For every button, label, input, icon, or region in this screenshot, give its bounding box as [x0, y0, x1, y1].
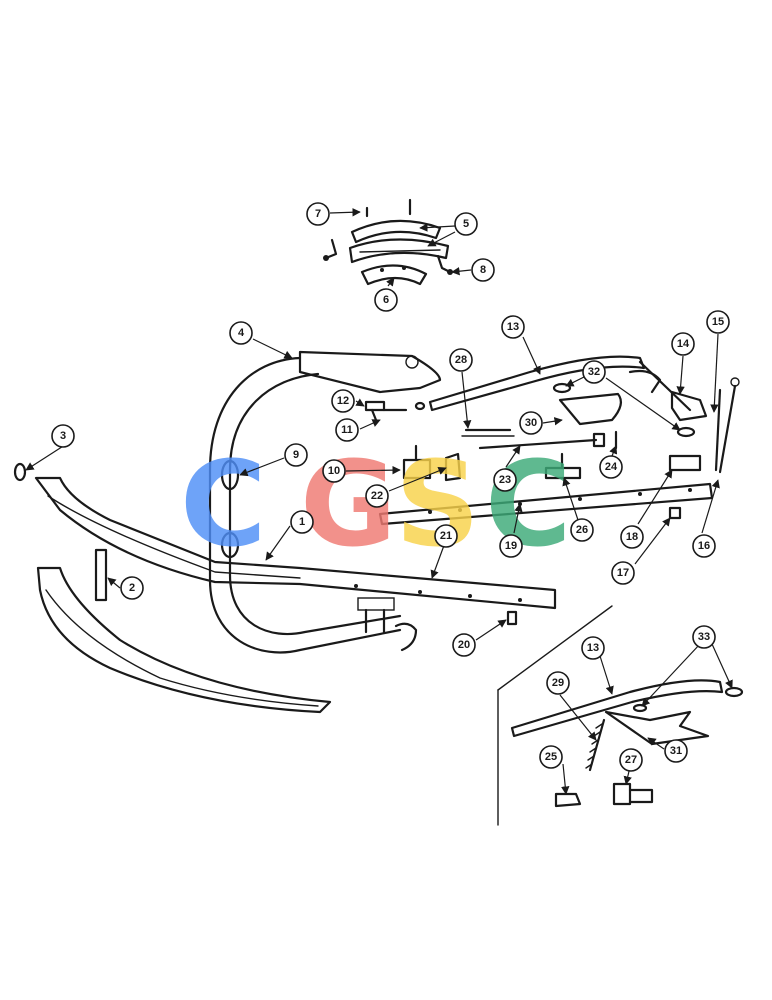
svg-text:31: 31: [670, 745, 682, 757]
callout-14: 14: [671, 332, 695, 356]
callout-24: 24: [599, 455, 623, 479]
callout-20: 20: [452, 633, 476, 657]
svg-text:5: 5: [463, 218, 469, 230]
watermark-letter-4: C: [485, 435, 572, 573]
svg-text:33: 33: [698, 631, 710, 643]
callout-4: 4: [229, 321, 253, 345]
svg-text:26: 26: [576, 524, 588, 536]
callout-17: 17: [611, 561, 635, 585]
svg-text:29: 29: [552, 677, 564, 689]
callout-16: 16: [692, 534, 716, 558]
svg-text:20: 20: [458, 639, 470, 651]
callout-19: 19: [499, 534, 523, 558]
callout-12: 12: [331, 389, 355, 413]
svg-text:19: 19: [505, 540, 517, 552]
svg-text:17: 17: [617, 567, 629, 579]
linkage-assembly: [364, 355, 708, 450]
callout-33: 33: [692, 625, 716, 649]
svg-text:25: 25: [545, 751, 557, 763]
callout-21: 21: [434, 524, 458, 548]
svg-text:27: 27: [625, 754, 637, 766]
svg-text:2: 2: [129, 582, 135, 594]
callout-30: 30: [519, 411, 543, 435]
svg-text:28: 28: [455, 354, 467, 366]
callout-10: 10: [322, 459, 346, 483]
callout-13: 13: [501, 315, 525, 339]
svg-text:6: 6: [383, 294, 389, 306]
callouts: 1 2 3 4 5 6 7 8 9 10 11 12 13 14 15 16 1…: [51, 202, 730, 772]
svg-text:18: 18: [626, 531, 638, 543]
svg-text:10: 10: [328, 465, 340, 477]
callout-26: 26: [570, 518, 594, 542]
svg-text:30: 30: [525, 417, 537, 429]
leader-lines: [25, 208, 733, 795]
callout-27: 27: [619, 748, 643, 772]
svg-text:24: 24: [605, 461, 618, 473]
inset-detail: [497, 605, 744, 826]
callout-29: 29: [546, 671, 570, 695]
svg-text:32: 32: [588, 366, 600, 378]
svg-text:23: 23: [499, 474, 511, 486]
watermark-letter-3: S: [395, 435, 480, 573]
callout-13-inset: 13: [581, 636, 605, 660]
callout-25: 25: [539, 745, 563, 769]
svg-text:9: 9: [293, 449, 299, 461]
callout-3: 3: [51, 424, 75, 448]
callout-31: 31: [664, 739, 688, 763]
svg-text:7: 7: [315, 208, 321, 220]
callout-2: 2: [120, 576, 144, 600]
svg-text:15: 15: [712, 316, 724, 328]
svg-text:14: 14: [677, 338, 690, 350]
svg-text:13: 13: [587, 642, 599, 654]
svg-text:4: 4: [238, 327, 245, 339]
svg-text:13: 13: [507, 321, 519, 333]
callout-11: 11: [335, 418, 359, 442]
svg-text:16: 16: [698, 540, 710, 552]
watermark: C G S C: [180, 435, 572, 573]
callout-32: 32: [582, 360, 606, 384]
callout-9: 9: [284, 443, 308, 467]
callout-6: 6: [374, 288, 398, 312]
svg-text:12: 12: [337, 395, 349, 407]
callout-18: 18: [620, 525, 644, 549]
svg-text:11: 11: [341, 424, 353, 436]
callout-15: 15: [706, 310, 730, 334]
callout-7: 7: [306, 202, 330, 226]
callout-8: 8: [471, 258, 495, 282]
tubular-frame: [208, 350, 442, 654]
svg-text:22: 22: [371, 490, 383, 502]
watermark-letter-1: C: [180, 435, 267, 573]
callout-28: 28: [449, 348, 473, 372]
runner-assembly: [13, 459, 557, 714]
svg-text:8: 8: [480, 264, 486, 276]
svg-text:21: 21: [440, 530, 452, 542]
svg-text:3: 3: [60, 430, 66, 442]
callout-5: 5: [454, 212, 478, 236]
callout-1: 1: [290, 510, 314, 534]
callout-23: 23: [493, 468, 517, 492]
svg-text:1: 1: [299, 516, 305, 528]
callout-22: 22: [365, 484, 389, 508]
